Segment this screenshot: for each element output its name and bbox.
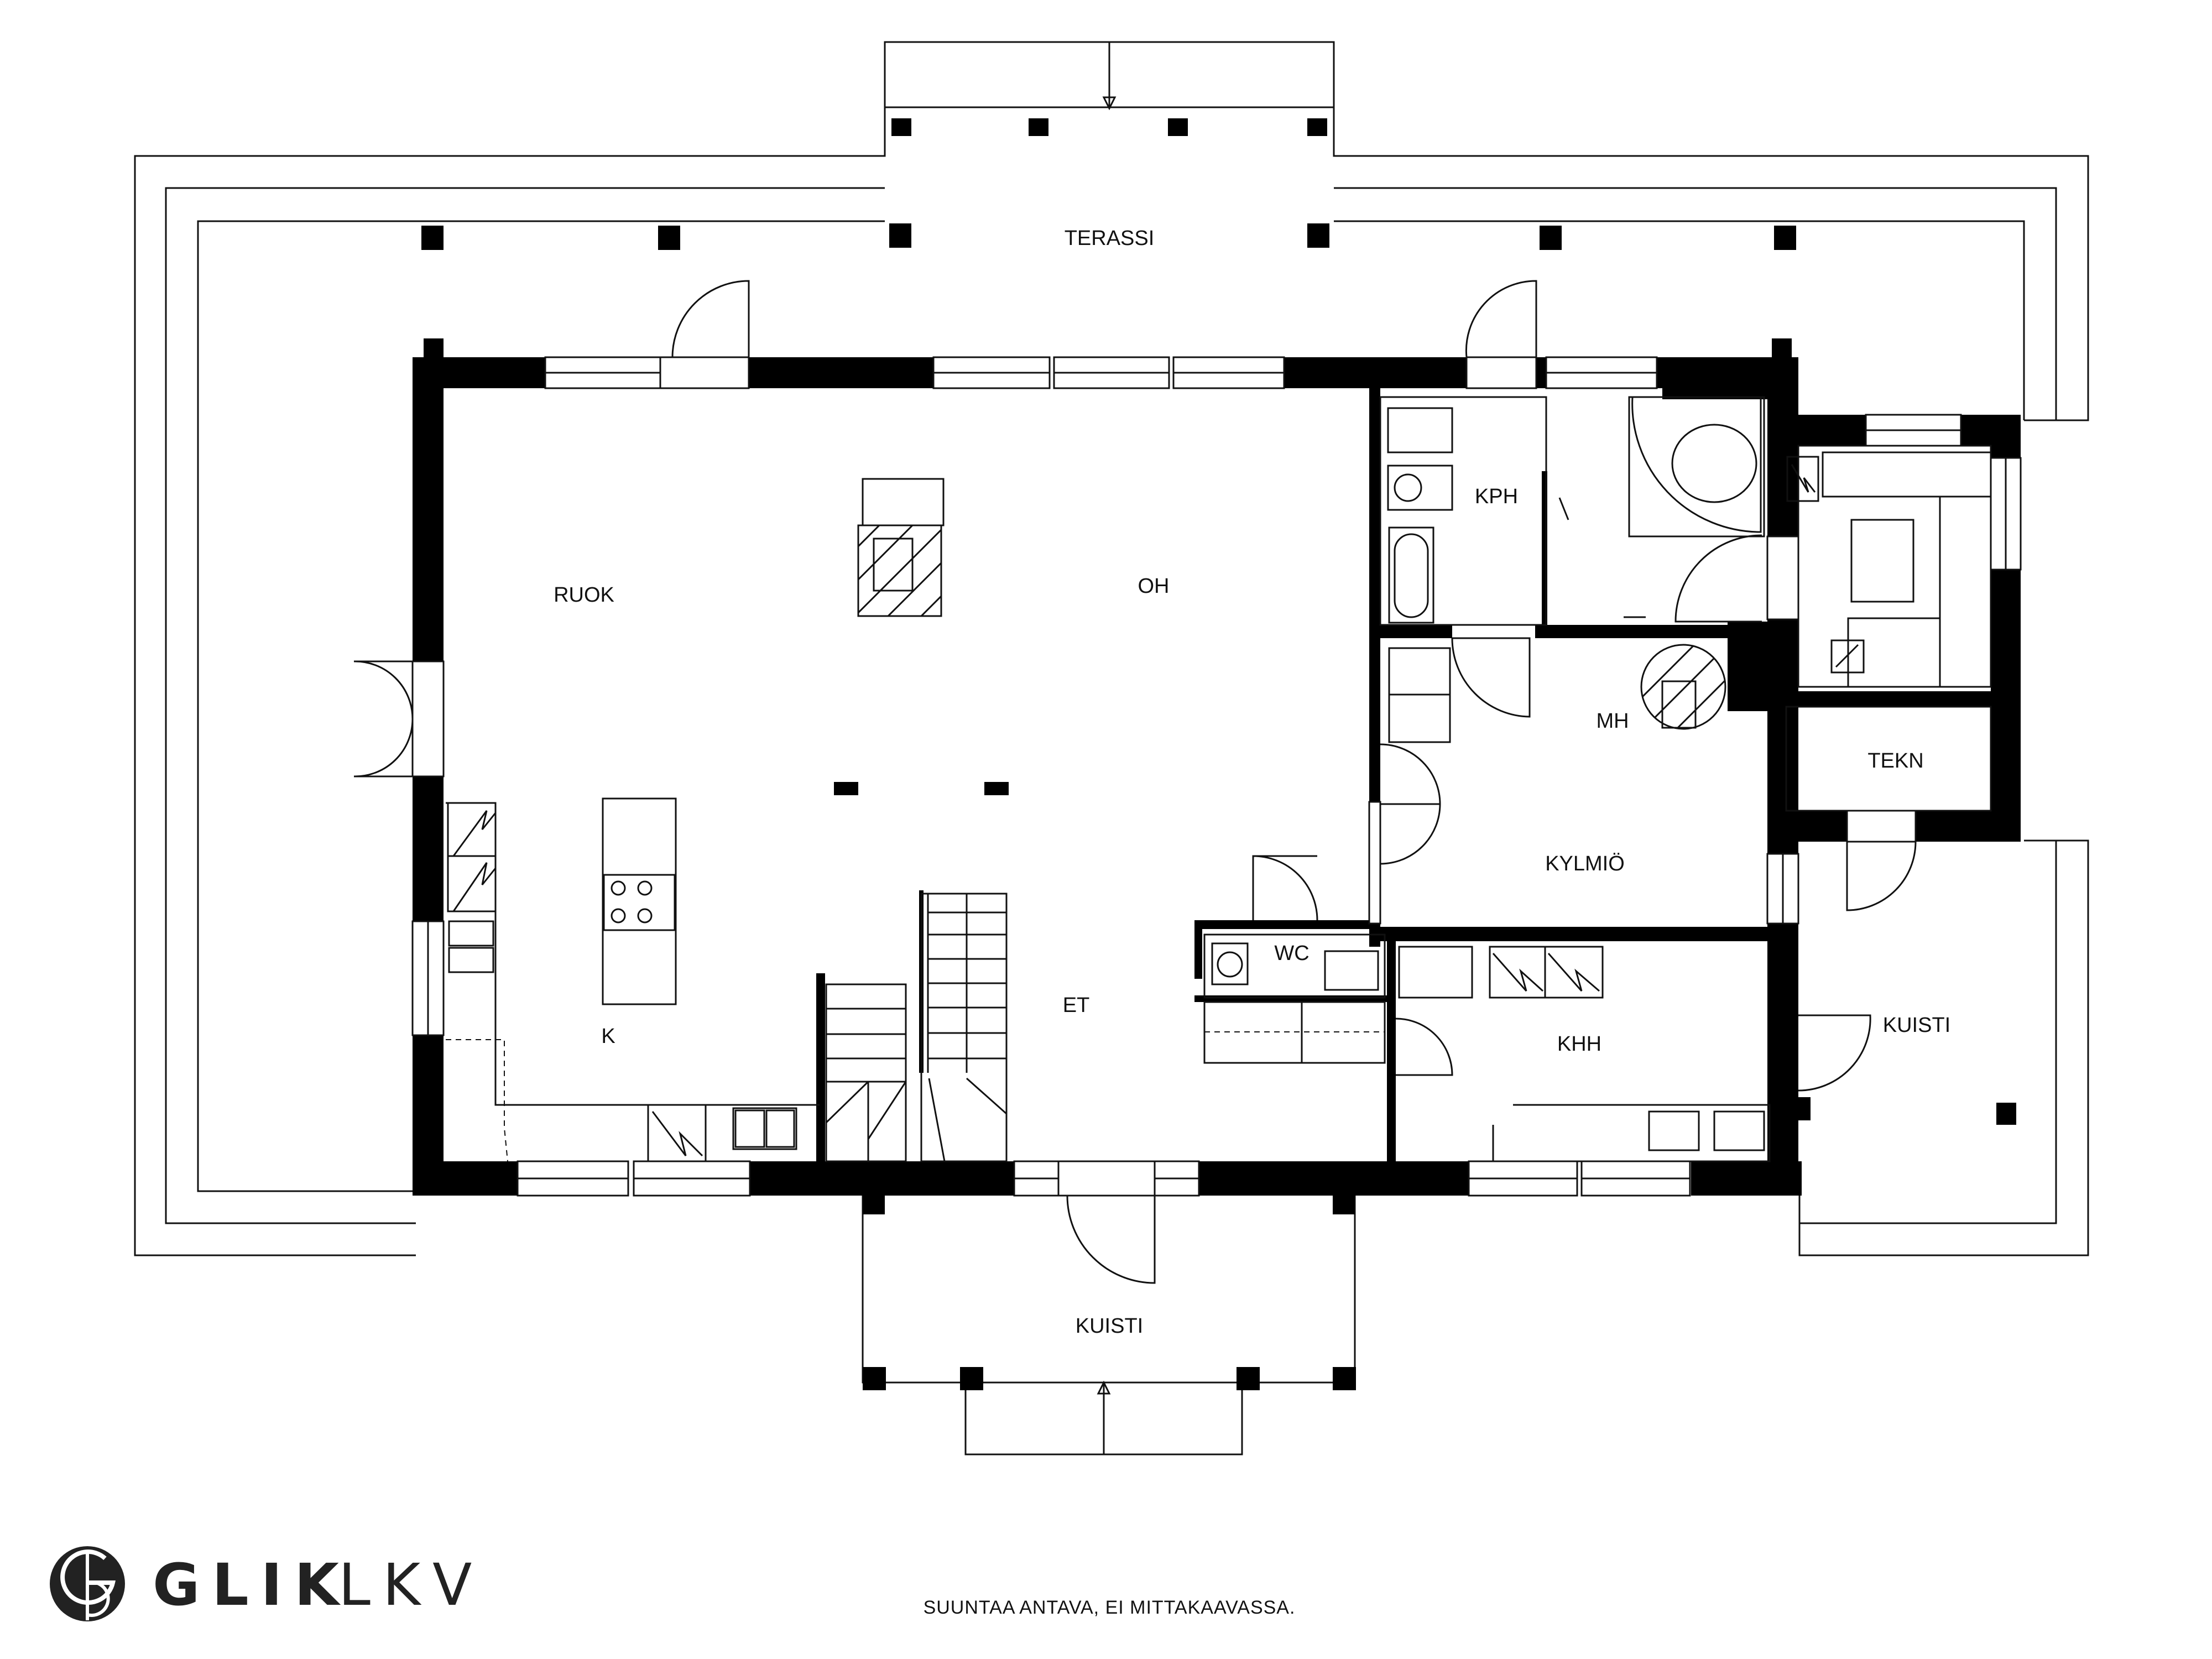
disclaimer-text: SUUNTAA ANTAVA, EI MITTAKAAVASSA. xyxy=(924,1597,1296,1618)
label-ruok: RUOK xyxy=(554,583,614,607)
room-labels: TERASSI RUOK OH KPH MH TEKN KYLMIÖ WC K … xyxy=(554,227,1950,1338)
glik-logo: GLIK LKV xyxy=(50,1546,484,1621)
logo-suffix-text: LKV xyxy=(338,1551,484,1619)
label-khh: KHH xyxy=(1557,1032,1601,1056)
logo-mark-icon xyxy=(50,1546,125,1621)
walls xyxy=(413,357,2021,1196)
sauna-fixtures xyxy=(1786,445,1992,688)
kitchen-fixtures xyxy=(446,797,820,1162)
tekn-room xyxy=(1785,706,1992,812)
terrace-outline xyxy=(134,41,2089,1455)
label-oh: OH xyxy=(1138,575,1170,598)
label-terassi: TERASSI xyxy=(1065,227,1155,250)
label-et: ET xyxy=(1063,994,1090,1017)
label-kylmio: KYLMIÖ xyxy=(1545,852,1625,875)
label-mh: MH xyxy=(1596,709,1629,733)
doors xyxy=(353,280,1917,1284)
wc-fixtures xyxy=(1203,933,1386,1064)
label-tekn: TEKN xyxy=(1867,749,1923,773)
label-k: K xyxy=(601,1025,615,1048)
windows xyxy=(411,356,2022,1197)
label-kph: KPH xyxy=(1475,485,1518,508)
label-kuisti-bottom: KUISTI xyxy=(1076,1314,1143,1338)
label-wc: WC xyxy=(1274,942,1309,965)
terrace-posts xyxy=(421,118,2016,1390)
mh-fixtures xyxy=(1388,644,1726,743)
logo-brand-text: GLIK xyxy=(153,1551,351,1619)
fireplace xyxy=(857,478,945,617)
bathroom-fixtures xyxy=(1379,396,1765,626)
label-kuisti-right: KUISTI xyxy=(1883,1014,1950,1037)
stairs xyxy=(825,893,1008,1162)
khh-fixtures xyxy=(1398,946,1771,1162)
